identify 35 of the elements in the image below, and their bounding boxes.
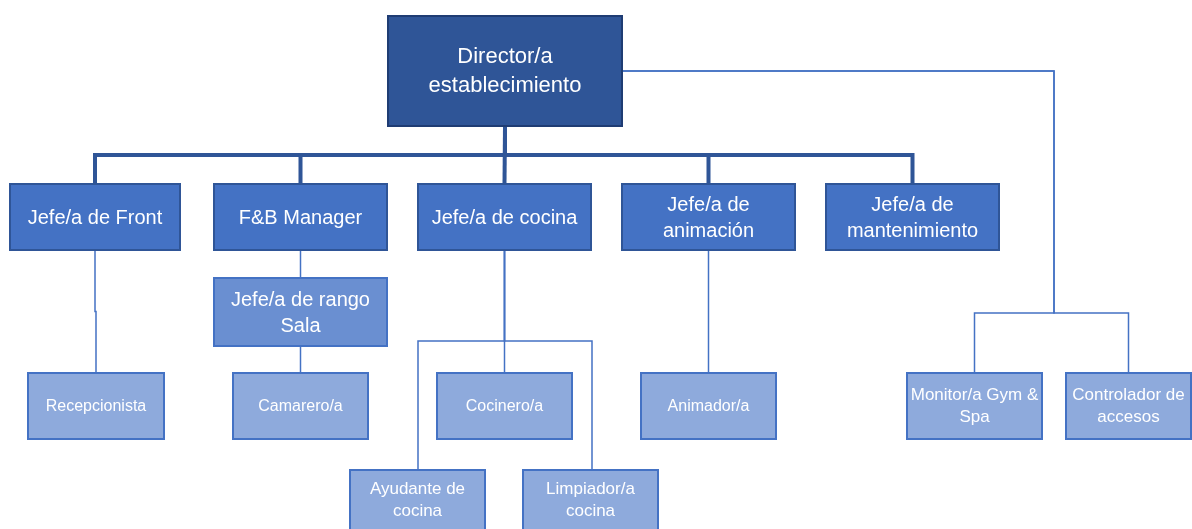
role-box (349, 469, 486, 529)
role-label: Director/a establecimiento (427, 42, 583, 99)
role-box (232, 372, 369, 440)
role-label: Jefe/a de animación (661, 192, 756, 243)
connector-line (503, 250, 593, 470)
role-label: Recepcionista (45, 395, 147, 416)
role-box (417, 183, 592, 251)
role-box (640, 372, 777, 440)
role-box (213, 183, 388, 251)
role-label: Jefe/a de mantenimiento (845, 192, 980, 243)
connector-line (299, 250, 302, 278)
role-box (436, 372, 573, 440)
role-box (1065, 372, 1192, 440)
connector-line (94, 250, 97, 373)
role-label: Controlador de accesos (1071, 383, 1186, 428)
role-label: Jefe/a de rango Sala (230, 287, 371, 338)
role-label: Monitor/a Gym & Spa (909, 383, 1040, 428)
connector-line (707, 250, 710, 373)
role-box (621, 183, 796, 251)
role-label: Cocinero/a (465, 395, 544, 416)
role-box (27, 372, 165, 440)
role-box (906, 372, 1043, 440)
connector-line (299, 346, 302, 373)
role-box (522, 469, 659, 529)
role-label: Limpiador/a cocina (545, 477, 636, 522)
role-label: F&B Manager (238, 205, 363, 230)
role-box (9, 183, 181, 251)
role-box (825, 183, 1000, 251)
role-box (213, 277, 388, 347)
role-label: Jefe/a de Front (27, 205, 163, 230)
role-label: Ayudante de cocina (368, 477, 467, 522)
title-box (387, 15, 623, 127)
role-label: Animador/a (667, 395, 750, 416)
role-label: Jefe/a de cocina (431, 205, 578, 230)
role-label: Camarero/a (258, 395, 343, 416)
